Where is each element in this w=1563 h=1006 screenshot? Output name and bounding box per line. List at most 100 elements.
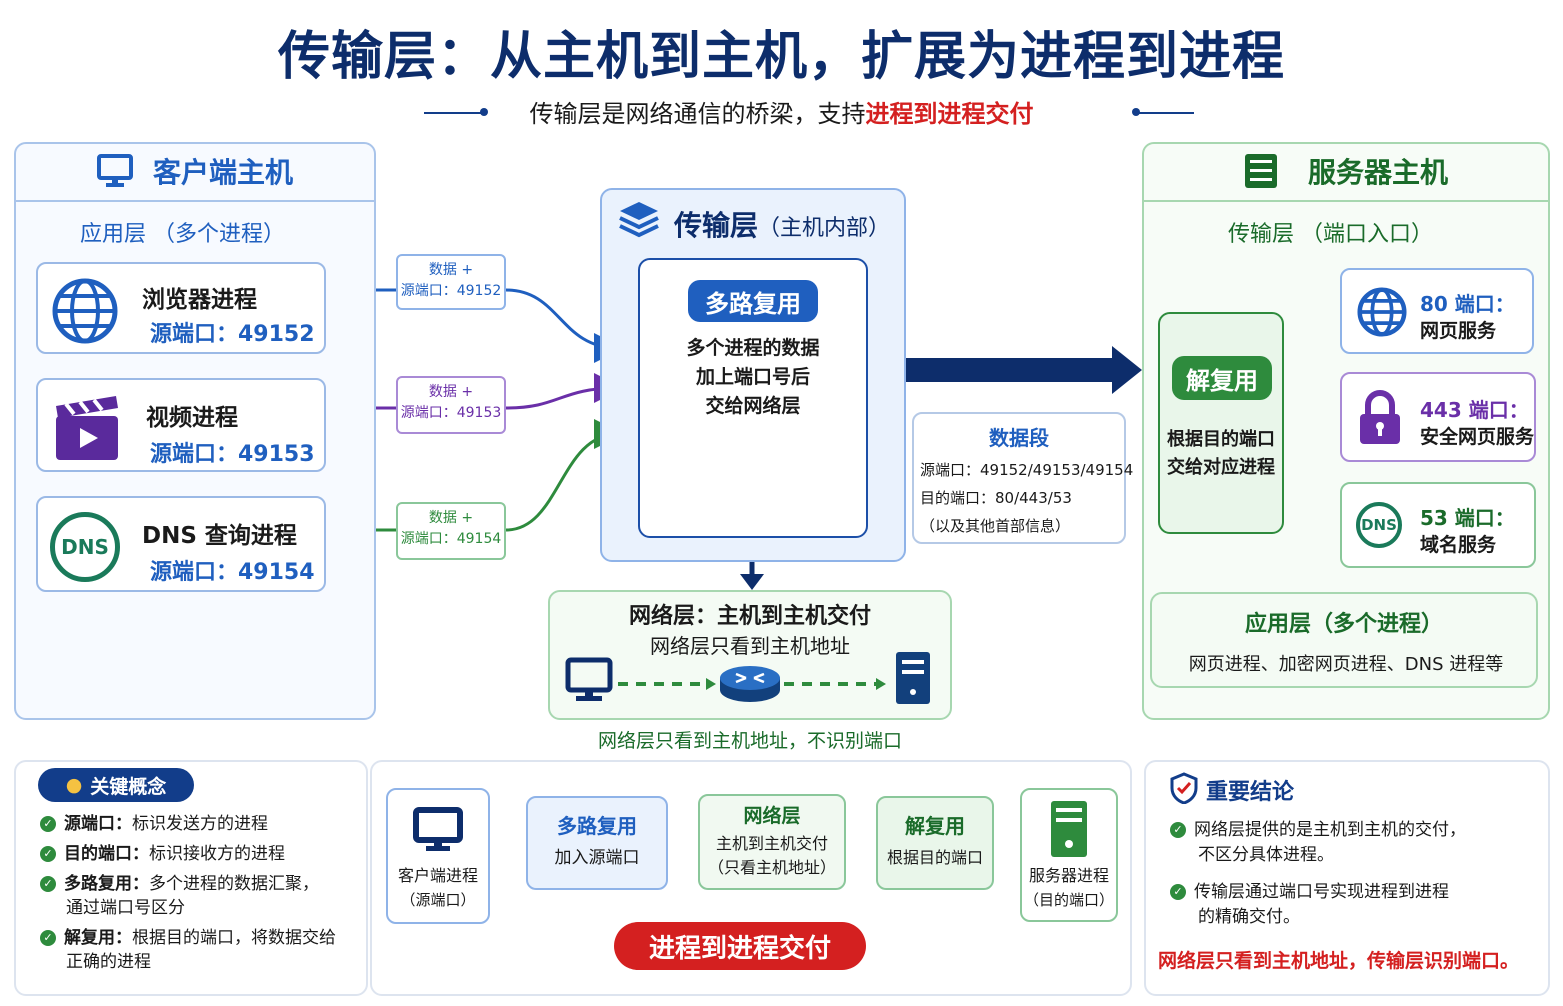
mux-label: 多路复用 (688, 280, 818, 322)
check-icon: ✓ (40, 876, 56, 892)
network-title: 网络层：主机到主机交付 (628, 604, 871, 629)
concept-list: ✓源端口：标识发送方的进程 ✓目的端口：标识接收方的进程 ✓多路复用：多个进程的… (40, 812, 360, 974)
flow-step-label: 客户端进程 (397, 866, 478, 885)
flow-step-label: （目的端口） (1023, 891, 1114, 909)
process-dns[interactable]: DNS DNS 查询进程 源端口：49154 (36, 496, 326, 592)
transport-title-main: 传输层 (674, 209, 759, 242)
segment-line: （以及其他首部信息） (920, 517, 1071, 535)
transport-title: 传输层（主机内部） (674, 204, 890, 244)
key-concepts-title: 关键概念 (90, 775, 167, 798)
tag-line: 数据 + (428, 262, 474, 278)
subtitle-highlight: 进程到进程交付 (865, 100, 1034, 128)
server-host-header: 服务器主机 (1142, 142, 1550, 202)
segment-box (912, 412, 1126, 544)
flow-step-label: 加入源端口 (554, 848, 640, 868)
key-concepts-header: ● 关键概念 (38, 768, 194, 802)
server-app-layer (1150, 592, 1538, 688)
service-port: 80 端口： (1420, 292, 1515, 316)
network-subtitle: 网络层只看到主机地址 (650, 634, 850, 658)
shield-check-icon (1170, 772, 1198, 804)
conclusion-item: ✓传输层通过端口号实现进程到进程的精确交付。 (1170, 880, 1540, 930)
process-port: 源端口：49153 (150, 442, 315, 467)
tag-line: 源端口：49152 (400, 283, 502, 299)
mux-desc-line: 交给网络层 (705, 395, 801, 417)
flow-step-client: 客户端进程 （源端口） (386, 788, 490, 924)
segment-line: 目的端口：80/443/53 (920, 489, 1072, 507)
process-video[interactable]: 视频进程 源端口：49153 (36, 378, 326, 472)
network-path-graphic (565, 652, 930, 704)
conclusion-title: 重要结论 (1206, 780, 1295, 805)
server-icon (1244, 154, 1277, 188)
concept-item: ✓多路复用：多个进程的数据汇聚，通过端口号区分 (40, 872, 360, 920)
layers-icon (619, 202, 659, 238)
tag-line: 数据 + (428, 384, 474, 400)
concept-item: ✓源端口：标识发送方的进程 (40, 812, 360, 836)
conclusion-panel (1144, 760, 1550, 996)
tag-line: 源端口：49153 (400, 405, 502, 421)
demux-desc-line: 根据目的端口 (1167, 429, 1275, 450)
monitor-icon (96, 154, 133, 187)
server-icon (1051, 801, 1087, 857)
demux-label: 解复用 (1172, 356, 1272, 400)
server-app-desc: 网页进程、加密网页进程、DNS 进程等 (1188, 654, 1504, 675)
flow-step-label: 服务器进程 (1028, 866, 1109, 885)
conclusion-list: ✓网络层提供的是主机到主机的交付，不区分具体进程。 ✓传输层通过端口号实现进程到… (1170, 818, 1540, 930)
dns-icon: DNS (1356, 502, 1402, 548)
process-name: DNS 查询进程 (142, 523, 297, 549)
process-port: 源端口：49154 (150, 560, 315, 585)
monitor-icon (413, 807, 463, 851)
mux-description: 多个进程的数据 加上端口号后 交给网络层 (640, 334, 866, 421)
service-port-53[interactable]: DNS 53 端口： 域名服务 (1340, 482, 1536, 568)
mux-desc-line: 加上端口号后 (695, 366, 810, 388)
mux-desc-line: 多个进程的数据 (686, 337, 820, 359)
globe-icon (52, 278, 118, 344)
process-name: 浏览器进程 (142, 287, 257, 313)
subtitle-right-line (1136, 112, 1194, 114)
flow-step-label: 根据目的端口 (886, 848, 983, 867)
flow-step-label: （源端口） (400, 891, 476, 909)
client-app-layer-label: 应用层 （多个进程） (80, 222, 285, 247)
globe-icon (1357, 287, 1407, 337)
service-port-443[interactable]: 443 端口： 安全网页服务 (1340, 372, 1536, 462)
subtitle-text: 传输层是网络通信的桥梁，支持 (529, 100, 866, 128)
lightbulb-icon: ● (65, 774, 83, 796)
server-transport-label: 传输层 （端口入口） (1228, 222, 1433, 247)
flow-step-mux: 多路复用 加入源端口 (526, 796, 668, 890)
network-caption: 网络层只看到主机地址，不识别端口 (597, 730, 902, 752)
conclusion-item: ✓网络层提供的是主机到主机的交付，不区分具体进程。 (1170, 818, 1540, 868)
client-host-title: 客户端主机 (152, 156, 293, 189)
concept-item: ✓解复用：根据目的端口，将数据交给正确的进程 (40, 926, 360, 974)
check-icon: ✓ (40, 816, 56, 832)
data-tag-dns: 数据 + 源端口：49154 (396, 502, 506, 560)
router-icon (720, 666, 780, 702)
transport-title-note: （主机内部） (758, 216, 891, 241)
demux-box (1158, 312, 1284, 534)
tag-line: 数据 + (428, 510, 474, 526)
flow-step-title: 网络层 (743, 805, 801, 827)
server-host-title: 服务器主机 (1307, 156, 1448, 189)
segment-lines: 源端口：49152/49153/49154 目的端口：80/443/53 （以及… (920, 456, 1133, 540)
process-browser[interactable]: 浏览器进程 源端口：49152 (36, 262, 326, 354)
check-icon: ✓ (40, 846, 56, 862)
service-port-80[interactable]: 80 端口： 网页服务 (1340, 268, 1534, 354)
data-tag-browser: 数据 + 源端口：49152 (396, 254, 506, 310)
process-delivery-banner: 进程到进程交付 (614, 922, 866, 970)
service-desc: 网页服务 (1420, 320, 1497, 342)
conclusion-highlight: 网络层只看到主机地址，传输层识别端口。 (1158, 950, 1520, 972)
service-port: 53 端口： (1420, 506, 1515, 530)
demux-desc-line: 交给对应进程 (1167, 457, 1275, 478)
check-icon: ✓ (1170, 884, 1186, 900)
page-subtitle: 传输层是网络通信的桥梁，支持进程到进程交付 (0, 94, 1563, 129)
check-icon: ✓ (40, 930, 56, 946)
flow-step-title: 解复用 (905, 814, 965, 838)
subtitle-left-dot (480, 108, 488, 116)
monitor-icon (565, 657, 613, 701)
flow-step-label: 主机到主机交付 (715, 834, 828, 853)
segment-title: 数据段 (989, 426, 1049, 450)
data-tag-video: 数据 + 源端口：49153 (396, 376, 506, 434)
flow-step-title: 多路复用 (557, 814, 637, 838)
flow-step-demux: 解复用 根据目的端口 (876, 796, 994, 890)
subtitle-left-line (424, 112, 484, 114)
process-port: 源端口：49152 (150, 322, 315, 347)
check-icon: ✓ (1170, 822, 1186, 838)
